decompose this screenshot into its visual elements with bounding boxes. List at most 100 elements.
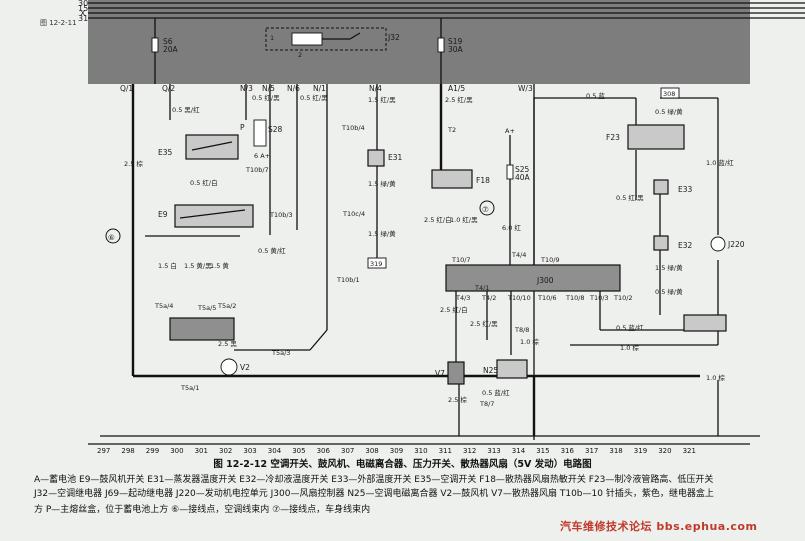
svg-text:1.0 红/黑: 1.0 红/黑 <box>450 215 478 224</box>
svg-text:T5a/2: T5a/2 <box>217 302 236 310</box>
legend-line-1: A—蓄电池 E9—鼓风机开关 E31—蒸发器温度开关 E32—冷却液温度开关 E… <box>34 475 714 485</box>
fan-motor-v7: V7 <box>435 361 465 385</box>
svg-text:0.5 红/黑: 0.5 红/黑 <box>616 193 644 202</box>
grid-number: 321 <box>683 447 696 455</box>
grid-number: 301 <box>195 447 208 455</box>
grid-number: 314 <box>512 447 526 455</box>
switch-e32: E32 <box>653 235 693 251</box>
forum-watermark: 汽车维修技术论坛 bbs.ephua.com <box>560 520 758 533</box>
grid-number: 317 <box>585 447 598 455</box>
svg-text:T4/3: T4/3 <box>455 294 470 302</box>
svg-text:Q/2: Q/2 <box>162 84 175 93</box>
svg-text:2.5 红/白: 2.5 红/白 <box>424 215 452 224</box>
svg-text:S19: S19 <box>448 37 463 46</box>
svg-text:V2: V2 <box>240 363 250 372</box>
fuse-box-p: P S28 6 A+ <box>240 119 283 160</box>
svg-text:T5a/5: T5a/5 <box>197 304 216 312</box>
svg-text:E31: E31 <box>388 153 403 162</box>
grid-number: 304 <box>268 447 282 455</box>
ref-308: 308 <box>663 90 675 98</box>
svg-text:T4/2: T4/2 <box>481 294 496 302</box>
svg-text:A1/5: A1/5 <box>448 84 465 93</box>
svg-text:40A: 40A <box>515 173 531 182</box>
svg-text:1.5 绿/黄: 1.5 绿/黄 <box>368 229 396 238</box>
bus-31: 31 <box>78 14 88 23</box>
grid-number: 309 <box>390 447 403 455</box>
svg-text:T8/7: T8/7 <box>479 400 494 408</box>
svg-text:T5a/1: T5a/1 <box>180 384 199 392</box>
figure-title: 图 12-2-12 空调开关、鼓风机、电磁离合器、压力开关、散热器风扇（5V 发… <box>213 459 592 470</box>
svg-text:N/5: N/5 <box>262 84 275 93</box>
svg-text:1.0 蓝/红: 1.0 蓝/红 <box>706 158 734 167</box>
svg-text:S28: S28 <box>268 125 283 134</box>
fuse-s25: A+ S25 40A <box>505 127 531 265</box>
svg-text:0.5 红/黑: 0.5 红/黑 <box>300 93 328 102</box>
svg-text:J220: J220 <box>727 240 745 249</box>
grid-number: 297 <box>97 447 110 455</box>
junction-6: ⑥ <box>108 233 115 242</box>
grid-number: 308 <box>365 447 378 455</box>
svg-text:1: 1 <box>270 34 274 42</box>
resistor-block <box>169 317 235 341</box>
switch-e33: E33 <box>653 179 693 195</box>
svg-text:1.5 黄: 1.5 黄 <box>210 261 229 270</box>
fuse-s6: S6 20A <box>151 18 179 84</box>
svg-text:1.0 棕: 1.0 棕 <box>520 337 539 346</box>
svg-text:J300: J300 <box>536 276 554 285</box>
grid-number: 299 <box>146 447 159 455</box>
bus-x: X <box>80 9 86 18</box>
svg-text:2: 2 <box>298 51 302 59</box>
connector-box-320 <box>683 314 727 332</box>
grid-number: 302 <box>219 447 232 455</box>
svg-text:S6: S6 <box>163 37 173 46</box>
grid-number: 310 <box>414 447 427 455</box>
svg-text:P: P <box>240 123 245 132</box>
svg-text:0.5 红/白: 0.5 红/白 <box>190 178 218 187</box>
grid-number: 316 <box>561 447 575 455</box>
switch-f23: F23 <box>606 124 685 150</box>
svg-text:S25: S25 <box>515 165 530 174</box>
svg-text:1.5 绿/黄: 1.5 绿/黄 <box>368 179 396 188</box>
svg-text:0.5 绿/黄: 0.5 绿/黄 <box>655 107 683 116</box>
e35-label: E35 <box>158 148 173 157</box>
svg-text:E33: E33 <box>678 185 693 194</box>
svg-text:1.5 黄/黑: 1.5 黄/黑 <box>184 261 212 270</box>
blower-motor-v2: V2 <box>220 358 250 376</box>
svg-text:T5a/3: T5a/3 <box>271 349 290 357</box>
markers: ⑥ ⑦ 319 308 <box>105 87 680 269</box>
e9-label: E9 <box>158 210 168 219</box>
clutch-n25: N25 <box>483 359 528 379</box>
svg-text:N25: N25 <box>483 366 498 375</box>
svg-text:0.5 黄/红: 0.5 黄/红 <box>258 246 286 255</box>
grid-number: 303 <box>243 447 256 455</box>
grid-number: 306 <box>317 447 331 455</box>
legend-line-2: J32—空调继电器 J69—起动继电器 J220—发动机电控单元 J300—风扇… <box>34 489 714 499</box>
svg-text:T10/8: T10/8 <box>565 294 585 302</box>
svg-text:0.5 绿/黄: 0.5 绿/黄 <box>655 287 683 296</box>
fan-controller-j300: J300 <box>445 264 621 292</box>
svg-text:0.5 红/黑: 0.5 红/黑 <box>252 93 280 102</box>
svg-text:T10b/3: T10b/3 <box>269 211 293 219</box>
svg-text:6.0 红: 6.0 红 <box>502 223 521 232</box>
grid-number: 311 <box>439 447 452 455</box>
svg-text:T10c/4: T10c/4 <box>342 210 365 218</box>
switch-e9: E9 <box>158 204 254 228</box>
svg-text:2.5 棕: 2.5 棕 <box>448 395 467 404</box>
svg-text:F23: F23 <box>606 133 620 142</box>
svg-text:Q/1: Q/1 <box>120 84 133 93</box>
svg-text:T10b/4: T10b/4 <box>341 124 365 132</box>
svg-text:N/1: N/1 <box>313 84 326 93</box>
bus-panel <box>88 0 750 84</box>
bus-30: 30 <box>78 0 88 8</box>
schematic: 30 15 X 31 S6 20A S19 30A J32 1 2 Q/1 Q/… <box>78 0 805 455</box>
svg-text:F18: F18 <box>476 176 490 185</box>
svg-text:T10/7: T10/7 <box>451 256 471 264</box>
grid-number: 318 <box>609 447 622 455</box>
svg-text:0.5 蓝: 0.5 蓝 <box>586 91 605 100</box>
wire-labels: 0.5 黑/红 0.5 红/黑 1.5 红/黑 2.5 红/黑 0.5 红/黑 … <box>124 91 734 404</box>
svg-text:N/4: N/4 <box>369 84 382 93</box>
grid-number: 315 <box>536 447 549 455</box>
svg-text:T10/10: T10/10 <box>507 294 531 302</box>
grid-number: 298 <box>121 447 134 455</box>
